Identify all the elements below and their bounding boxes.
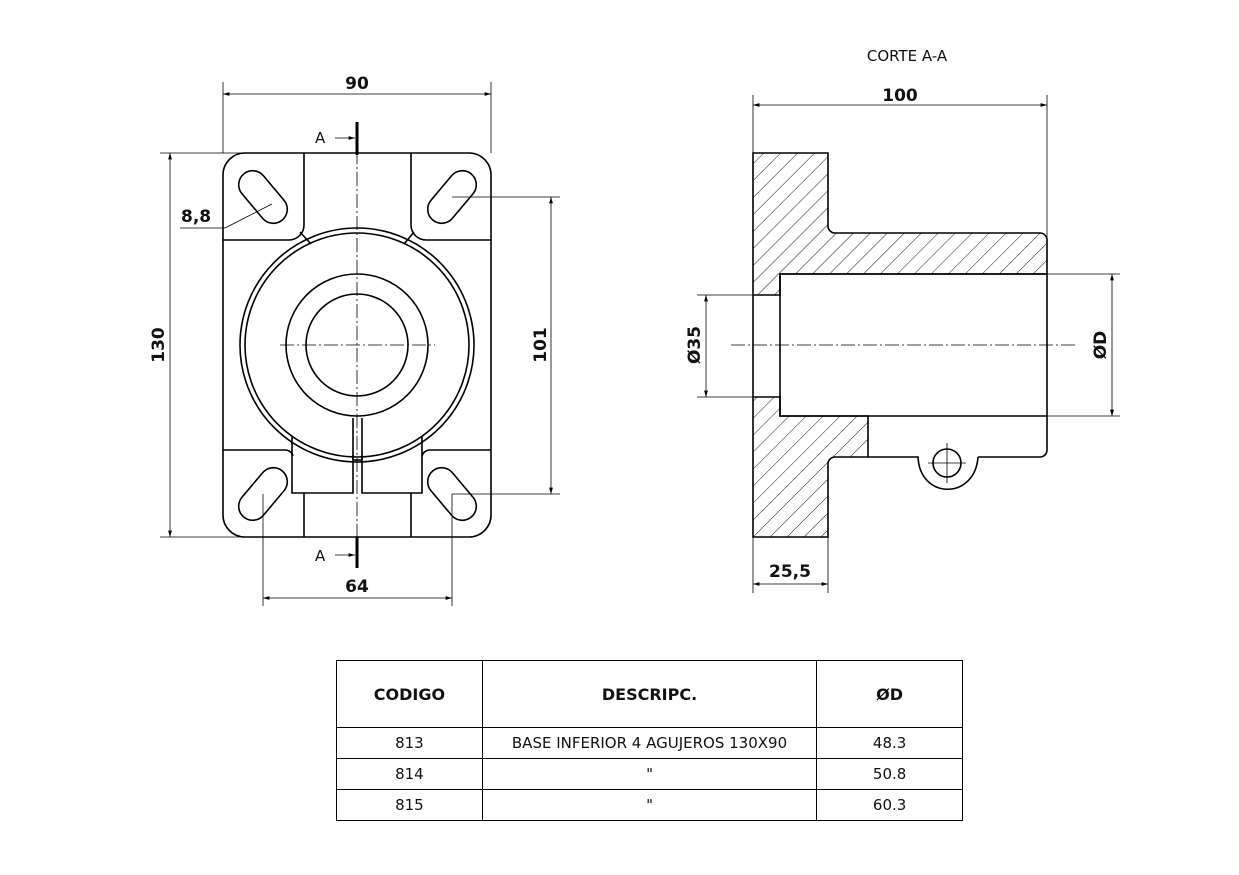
dim-height: 130 <box>149 327 169 363</box>
cell-codigo: 814 <box>336 758 483 790</box>
header-diameter: ØD <box>816 660 963 728</box>
cell-codigo: 815 <box>336 789 483 821</box>
section-mark-bottom: A <box>315 547 326 565</box>
header-codigo: CODIGO <box>336 660 483 728</box>
parts-table: CODIGO DESCRIPC. ØD 813 BASE INFERIOR 4 … <box>336 660 963 821</box>
table-row: 815 " 60.3 <box>336 789 963 821</box>
header-descripc: DESCRIPC. <box>481 660 818 728</box>
section-view: CORTE A-A 100 Ø35 ØD 25,5 <box>685 47 1120 593</box>
slot-top-left <box>237 169 289 225</box>
cell-descripc: " <box>481 789 818 821</box>
table-row: 813 BASE INFERIOR 4 AGUJEROS 130X90 48.3 <box>336 727 963 759</box>
slot-bottom-left <box>237 466 289 522</box>
section-title: CORTE A-A <box>867 47 948 65</box>
slot-top-right <box>426 169 478 225</box>
table-row: 814 " 50.8 <box>336 758 963 790</box>
cell-descripc: BASE INFERIOR 4 AGUJEROS 130X90 <box>481 727 818 759</box>
dim-hole-vertical: 101 <box>531 327 551 363</box>
dim-length: 100 <box>882 86 918 106</box>
cell-diameter: 48.3 <box>816 727 963 759</box>
cell-diameter: 50.8 <box>816 758 963 790</box>
cell-diameter: 60.3 <box>816 789 963 821</box>
front-view: A A 90 130 8,8 101 64 <box>149 74 560 606</box>
dim-bore-d: ØD <box>1091 331 1111 360</box>
dim-flange: 25,5 <box>769 562 811 582</box>
dim-hole-35: Ø35 <box>685 326 705 364</box>
table-header: CODIGO DESCRIPC. ØD <box>336 660 963 728</box>
dim-slot: 8,8 <box>181 207 211 227</box>
dim-hole-horizontal: 64 <box>345 577 369 597</box>
cell-descripc: " <box>481 758 818 790</box>
slot-bottom-right <box>426 466 478 522</box>
dim-width: 90 <box>345 74 369 94</box>
section-mark-top: A <box>315 129 326 147</box>
cell-codigo: 813 <box>336 727 483 759</box>
